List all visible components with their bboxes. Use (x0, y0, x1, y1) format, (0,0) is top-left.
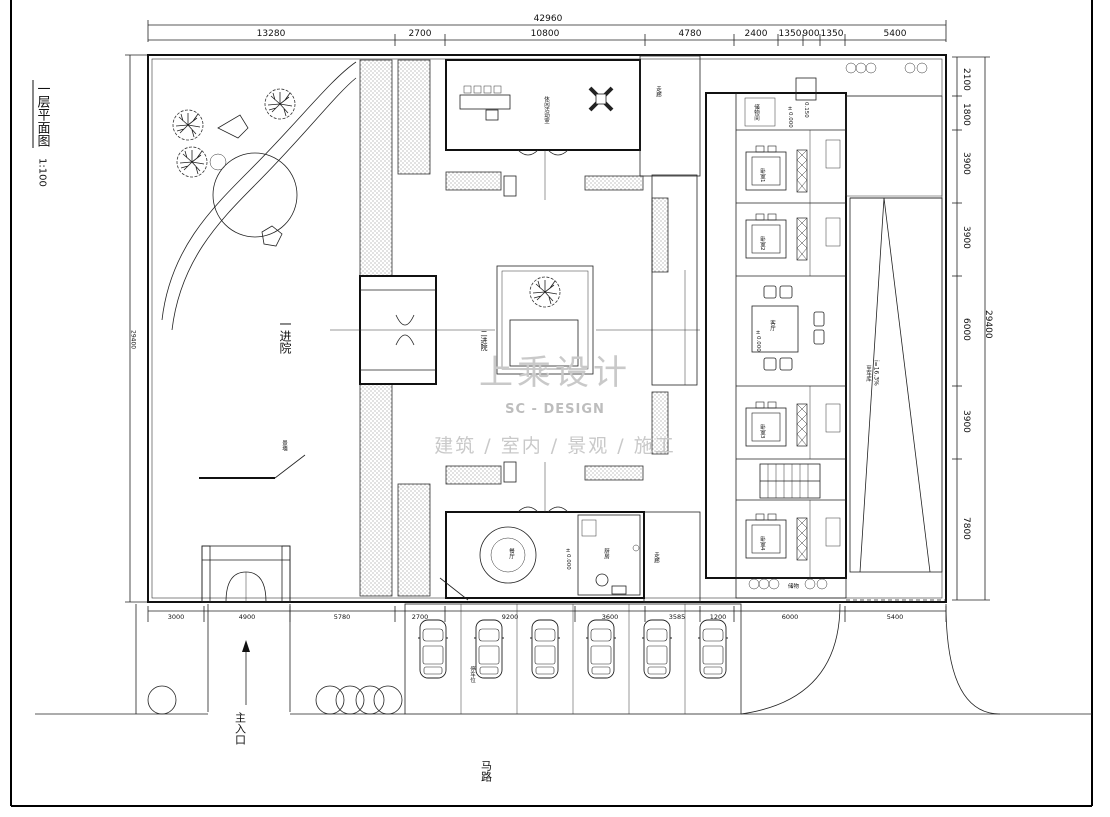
svg-text:1350: 1350 (821, 29, 844, 39)
svg-text:1800: 1800 (961, 103, 971, 126)
svg-text:3585: 3585 (669, 613, 686, 621)
east-wing: 储物间 0.150 卧室1 卧室2 客厅 ±0.000 卧室3 (705, 77, 847, 579)
car-icon (473, 619, 505, 679)
hatched-walls (359, 59, 669, 597)
car-icon (417, 619, 449, 679)
svg-text:4900: 4900 (239, 613, 256, 621)
svg-text:29400: 29400 (130, 330, 137, 349)
bottom-dimensions: 3000 4900 5780 2700 9200 3600 3585 1200 … (147, 606, 947, 622)
drawing-title: 一层平面图 1:100 (32, 80, 51, 187)
svg-text:i=16.3%: i=16.3% (873, 360, 880, 386)
svg-text:±0.000: ±0.000 (755, 330, 761, 352)
svg-text:9200: 9200 (502, 613, 519, 621)
svg-text:一进院: 一进院 (278, 318, 292, 354)
site-boundary (147, 54, 947, 603)
garage-ramp: i=16.3% 至车库 (845, 95, 946, 601)
svg-text:1200: 1200 (710, 613, 727, 621)
svg-text:休闲活动室: 休闲活动室 (543, 95, 550, 124)
right-dimensions: 2100 1800 3900 3900 6000 3900 7800 29400 (952, 56, 993, 601)
svg-text:厨房: 厨房 (603, 548, 610, 561)
svg-text:2100: 2100 (961, 68, 971, 91)
tree-icon (529, 276, 561, 308)
svg-text:4780: 4780 (679, 29, 702, 39)
svg-text:5780: 5780 (334, 613, 351, 621)
svg-text:3000: 3000 (168, 613, 185, 621)
svg-text:1350: 1350 (779, 29, 802, 39)
svg-text:建筑 / 室内 / 景观 / 施工: 建筑 / 室内 / 景观 / 施工 (434, 435, 675, 457)
svg-text:2700: 2700 (412, 613, 429, 621)
svg-text:±0.000: ±0.000 (787, 106, 793, 128)
svg-text:储物间: 储物间 (753, 103, 760, 122)
svg-text:SC - DESIGN: SC - DESIGN (505, 402, 605, 417)
svg-text:13280: 13280 (257, 29, 286, 39)
svg-text:2400: 2400 (745, 29, 768, 39)
svg-text:主入口: 主入口 (234, 712, 247, 745)
svg-text:7800: 7800 (961, 517, 971, 540)
svg-text:景墙: 景墙 (281, 440, 288, 453)
svg-text:3900: 3900 (961, 152, 971, 175)
car-icon (585, 619, 617, 679)
car-icon (697, 619, 729, 679)
road-and-landscape: 主入口 马路 (35, 603, 1092, 783)
svg-text:±0.000: ±0.000 (565, 548, 571, 570)
svg-text:马路: 马路 (480, 760, 493, 783)
svg-text:餐厅: 餐厅 (508, 547, 515, 560)
svg-text:卧室4: 卧室4 (759, 535, 766, 551)
svg-text:一层平面图: 一层平面图 (35, 82, 51, 147)
svg-text:至车库: 至车库 (865, 365, 872, 383)
svg-text:5400: 5400 (884, 29, 907, 39)
svg-text:5400: 5400 (887, 613, 904, 621)
inner-gate (330, 275, 440, 385)
tree-icon (172, 109, 204, 141)
first-courtyard: 一进院 景墙 (161, 61, 357, 479)
second-courtyard: 二进院 (440, 265, 700, 375)
svg-text:10800: 10800 (531, 29, 560, 39)
svg-text:2700: 2700 (409, 29, 432, 39)
svg-text:3600: 3600 (602, 613, 619, 621)
svg-text:走廊: 走廊 (653, 551, 660, 565)
left-dimension: 29400 (125, 54, 148, 603)
svg-text:卧室3: 卧室3 (759, 423, 766, 439)
car-icon (529, 619, 561, 679)
svg-text:29400: 29400 (983, 310, 993, 339)
main-entrance-gate (201, 545, 291, 712)
svg-text:3900: 3900 (961, 410, 971, 433)
svg-text:上乘设计: 上乘设计 (479, 353, 631, 393)
parking-area: 停车位 (404, 603, 742, 715)
svg-text:卧室1: 卧室1 (759, 167, 766, 183)
storage-bottom: 储物 (735, 62, 928, 599)
tree-icon (176, 146, 208, 178)
svg-text:3900: 3900 (961, 226, 971, 249)
dining-kitchen: 餐厅 厨房 ±0.000 (439, 462, 645, 601)
watermark: 上乘设计 SC - DESIGN 建筑 / 室内 / 景观 / 施工 (434, 353, 675, 457)
tree-icon (264, 88, 296, 120)
svg-text:走廊: 走廊 (655, 85, 662, 99)
car-icon (641, 619, 673, 679)
svg-text:二进院: 二进院 (480, 330, 488, 352)
svg-text:6000: 6000 (961, 318, 971, 341)
svg-text:42960: 42960 (534, 14, 563, 24)
staircase (759, 463, 821, 499)
svg-text:储物: 储物 (788, 582, 800, 590)
top-dimensions: 42960 13280 2700 10800 4780 2400 1350 90… (147, 14, 947, 46)
svg-text:0.150: 0.150 (803, 102, 809, 118)
svg-text:停车位: 停车位 (469, 665, 476, 683)
svg-text:900: 900 (802, 29, 819, 39)
svg-text:6000: 6000 (782, 613, 799, 621)
svg-text:客厅: 客厅 (769, 319, 776, 332)
svg-text:卧室2: 卧室2 (759, 235, 766, 251)
covered-walkways: 走廊 走廊 (503, 55, 701, 603)
svg-text:1:100: 1:100 (37, 158, 48, 187)
